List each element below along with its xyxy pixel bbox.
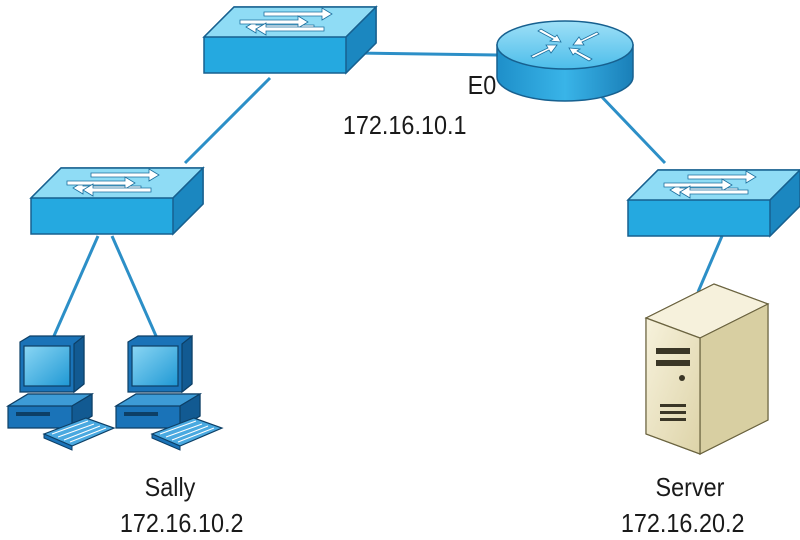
- link-switch-left-pc-2: [110, 235, 162, 346]
- switch-icon: [627, 169, 800, 237]
- router-icon: [496, 20, 634, 102]
- host-name-label: Sally: [144, 472, 196, 502]
- server-name-label: Server: [655, 472, 725, 502]
- switch-icon: [30, 167, 204, 235]
- server-icon: [644, 283, 770, 455]
- link-switch-right-server: [696, 235, 724, 293]
- host-ip-label: 172.16.10.2: [119, 508, 244, 538]
- pc-icon: [7, 335, 115, 451]
- pc-icon: [115, 335, 223, 451]
- link-switch-top-router: [354, 51, 498, 57]
- switch-icon: [203, 6, 377, 74]
- link-switch-left-pc-1: [48, 235, 100, 346]
- server-ip-label: 172.16.20.2: [620, 508, 745, 538]
- link-router-switch-right: [598, 93, 667, 165]
- router-interface-label: E0: [467, 70, 497, 100]
- network-links: [48, 51, 724, 346]
- router-ip-label: 172.16.10.1: [342, 110, 467, 140]
- link-switch-top-switch-left: [183, 76, 272, 165]
